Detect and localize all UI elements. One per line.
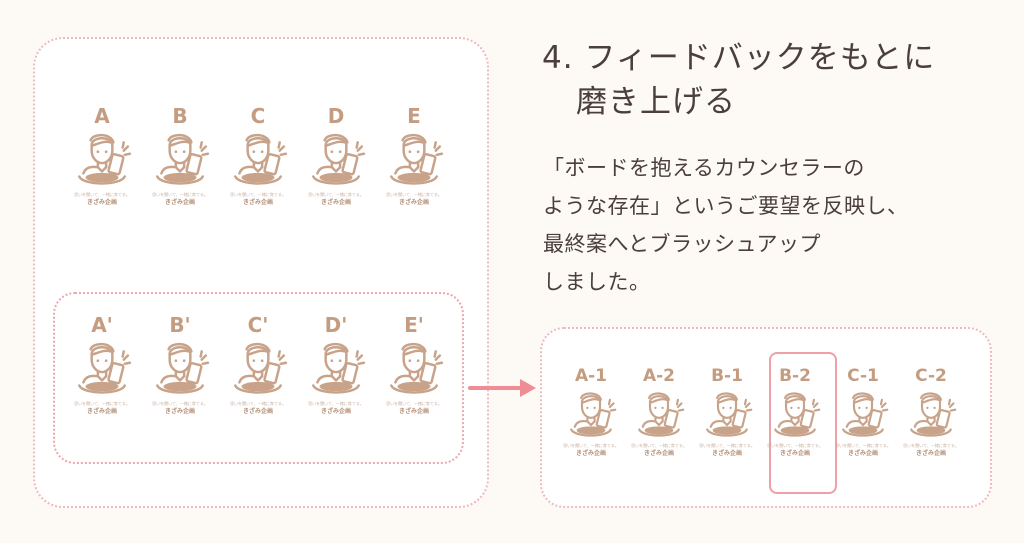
draft-label: B-2 bbox=[779, 366, 811, 386]
counselor-logo-icon bbox=[383, 130, 445, 192]
logo-card: D 思いを聞いて、一緒に育てる。 きざみ企画 bbox=[297, 102, 375, 207]
logo-tagline: 思いを聞いて、一緒に育てる。 bbox=[835, 443, 891, 448]
draft-label: C-2 bbox=[915, 366, 947, 386]
logo-tagline: 思いを聞いて、一緒に育てる。 bbox=[903, 443, 959, 448]
logo-tagline: 思いを聞いて、一緒に育てる。 bbox=[563, 443, 619, 448]
counselor-logo-icon bbox=[904, 389, 958, 443]
draft-label: E bbox=[407, 104, 421, 128]
logo-tagline: 思いを聞いて、一緒に育てる。 bbox=[308, 401, 364, 406]
counselor-logo-icon bbox=[700, 389, 754, 443]
logo-brand: きざみ企画 bbox=[398, 408, 429, 415]
logo-brand: きざみ企画 bbox=[164, 408, 195, 415]
logo-brand: きざみ企画 bbox=[86, 199, 117, 206]
counselor-logo-icon bbox=[564, 389, 618, 443]
logo-brand: きざみ企画 bbox=[779, 450, 810, 457]
description-line: 最終案へとブラッシュアップ bbox=[543, 232, 822, 256]
logo-brand: きざみ企画 bbox=[915, 450, 946, 457]
logo-card: E' 思いを聞いて、一緒に育てる。 きざみ企画 bbox=[375, 311, 453, 416]
logo-brand: きざみ企画 bbox=[320, 408, 351, 415]
description-text: 「ボードを抱えるカウンセラーの ような存在」というご要望を反映し、 最終案へとブ… bbox=[543, 149, 909, 301]
draft-label: A' bbox=[91, 313, 113, 337]
logo-card: A-1 思いを聞いて、一緒に育てる。 きざみ企画 bbox=[557, 363, 625, 458]
logo-tagline: 思いを聞いて、一緒に育てる。 bbox=[386, 401, 442, 406]
counselor-logo-icon bbox=[768, 389, 822, 443]
logo-card: C' 思いを聞いて、一緒に育てる。 きざみ企画 bbox=[219, 311, 297, 416]
logo-brand: きざみ企画 bbox=[398, 199, 429, 206]
draft-label: C' bbox=[247, 313, 269, 337]
draft-row-revised: A' 思いを聞いて、一緒に育てる。 きざみ企画 B' 思いを聞いて、一緒に育てる… bbox=[63, 311, 453, 416]
draft-label: A bbox=[94, 104, 110, 128]
counselor-logo-icon bbox=[632, 389, 686, 443]
counselor-logo-icon bbox=[149, 130, 211, 192]
counselor-logo-icon bbox=[305, 339, 367, 401]
description-line: 「ボードを抱えるカウンセラーの bbox=[543, 156, 865, 180]
heading-line-2: 磨き上げる bbox=[576, 84, 736, 120]
logo-brand: きざみ企画 bbox=[86, 408, 117, 415]
counselor-logo-icon bbox=[149, 339, 211, 401]
logo-tagline: 思いを聞いて、一緒に育てる。 bbox=[386, 192, 442, 197]
draft-label: B' bbox=[169, 313, 191, 337]
draft-label: A-2 bbox=[642, 366, 676, 386]
logo-brand: きざみ企画 bbox=[575, 450, 606, 457]
logo-brand: きざみ企画 bbox=[847, 450, 878, 457]
logo-tagline: 思いを聞いて、一緒に育てる。 bbox=[230, 192, 286, 197]
selected-draft-highlight bbox=[769, 352, 837, 494]
counselor-logo-icon bbox=[227, 339, 289, 401]
heading-line-1: 4. フィードバックをもとに bbox=[542, 40, 936, 76]
logo-card: E 思いを聞いて、一緒に育てる。 きざみ企画 bbox=[375, 102, 453, 207]
logo-brand: きざみ企画 bbox=[320, 199, 351, 206]
draft-label: B bbox=[172, 104, 188, 128]
counselor-logo-icon bbox=[71, 339, 133, 401]
logo-brand: きざみ企画 bbox=[164, 199, 195, 206]
logo-brand: きざみ企画 bbox=[242, 199, 273, 206]
counselor-logo-icon bbox=[227, 130, 289, 192]
counselor-logo-icon bbox=[836, 389, 890, 443]
logo-brand: きざみ企画 bbox=[643, 450, 674, 457]
draft-label: D' bbox=[324, 313, 348, 337]
logo-tagline: 思いを聞いて、一緒に育てる。 bbox=[631, 443, 687, 448]
final-drafts-panel bbox=[540, 327, 992, 508]
draft-label: C-1 bbox=[847, 366, 879, 386]
draft-row-final: A-1 思いを聞いて、一緒に育てる。 きざみ企画 A-2 思いを聞いて、一緒に育… bbox=[557, 363, 965, 458]
logo-card: A-2 思いを聞いて、一緒に育てる。 きざみ企画 bbox=[625, 363, 693, 458]
logo-card: A' 思いを聞いて、一緒に育てる。 きざみ企画 bbox=[63, 311, 141, 416]
logo-card: A 思いを聞いて、一緒に育てる。 きざみ企画 bbox=[63, 102, 141, 207]
logo-tagline: 思いを聞いて、一緒に育てる。 bbox=[230, 401, 286, 406]
logo-card: B' 思いを聞いて、一緒に育てる。 きざみ企画 bbox=[141, 311, 219, 416]
draft-label: D bbox=[327, 104, 345, 128]
description-line: しました。 bbox=[543, 270, 651, 294]
logo-tagline: 思いを聞いて、一緒に育てる。 bbox=[308, 192, 364, 197]
logo-tagline: 思いを聞いて、一緒に育てる。 bbox=[74, 192, 130, 197]
draft-label: A-1 bbox=[574, 366, 608, 386]
logo-card-selected: B-2 思いを聞いて、一緒に育てる。 きざみ企画 bbox=[761, 363, 829, 458]
draft-label: E' bbox=[404, 313, 424, 337]
section-heading: 4. フィードバックをもとに 磨き上げる bbox=[542, 36, 935, 124]
counselor-logo-icon bbox=[71, 130, 133, 192]
logo-tagline: 思いを聞いて、一緒に育てる。 bbox=[152, 192, 208, 197]
logo-brand: きざみ企画 bbox=[711, 450, 742, 457]
description-line: ような存在」というご要望を反映し、 bbox=[543, 194, 909, 218]
counselor-logo-icon bbox=[383, 339, 445, 401]
logo-tagline: 思いを聞いて、一緒に育てる。 bbox=[74, 401, 130, 406]
logo-card: C-1 思いを聞いて、一緒に育てる。 きざみ企画 bbox=[829, 363, 897, 458]
logo-card: C-2 思いを聞いて、一緒に育てる。 きざみ企画 bbox=[897, 363, 965, 458]
draft-label: C bbox=[250, 104, 266, 128]
draft-label: B-1 bbox=[711, 366, 743, 386]
logo-tagline: 思いを聞いて、一緒に育てる。 bbox=[699, 443, 755, 448]
draft-row-initial: A 思いを聞いて、一緒に育てる。 きざみ企画 B 思いを聞いて、一緒に育てる。 … bbox=[63, 102, 453, 207]
logo-brand: きざみ企画 bbox=[242, 408, 273, 415]
logo-card: C 思いを聞いて、一緒に育てる。 きざみ企画 bbox=[219, 102, 297, 207]
logo-tagline: 思いを聞いて、一緒に育てる。 bbox=[767, 443, 823, 448]
arrow-right-icon bbox=[468, 379, 536, 397]
logo-card: B 思いを聞いて、一緒に育てる。 きざみ企画 bbox=[141, 102, 219, 207]
counselor-logo-icon bbox=[305, 130, 367, 192]
logo-card: B-1 思いを聞いて、一緒に育てる。 きざみ企画 bbox=[693, 363, 761, 458]
logo-card: D' 思いを聞いて、一緒に育てる。 きざみ企画 bbox=[297, 311, 375, 416]
logo-tagline: 思いを聞いて、一緒に育てる。 bbox=[152, 401, 208, 406]
